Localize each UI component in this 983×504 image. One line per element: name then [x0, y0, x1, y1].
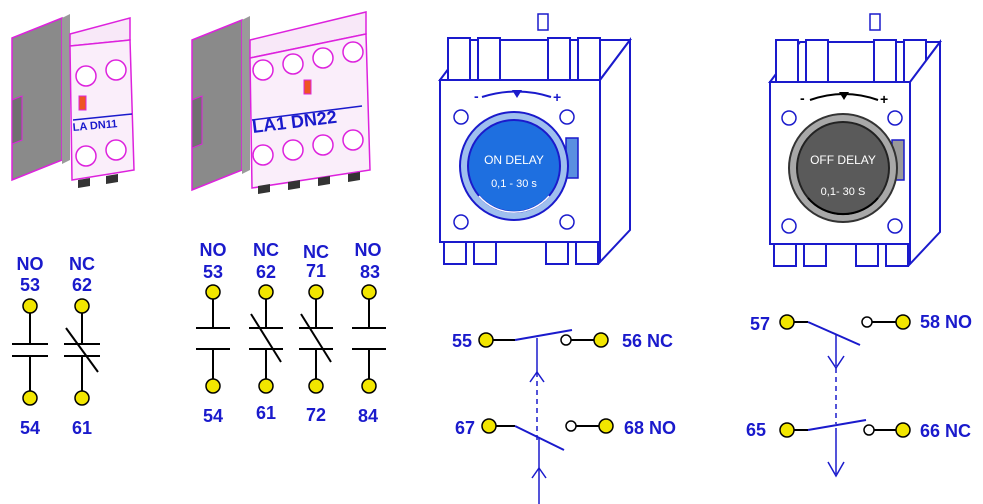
terminal-number: 84 [358, 406, 378, 426]
off-delay-title: OFF DELAY [810, 153, 876, 167]
terminal-number: 54 [20, 418, 40, 438]
terminal-number: 62 [72, 275, 92, 295]
la-dn11-code: LA DN11 [72, 118, 118, 134]
on-delay-symbols: 55 56 NC 67 68 NO [452, 329, 676, 504]
terminal-dot [308, 284, 324, 300]
terminal-dot [74, 298, 90, 314]
terminal-number: 66 NC [920, 421, 971, 441]
contact-type-label: NC [69, 254, 95, 274]
off-delay-symbols: 57 58 NO 65 66 NC [746, 312, 972, 478]
terminal-dot [478, 332, 494, 348]
terminal-dot [481, 418, 497, 434]
la1-dn22-block: LA1 DN22 [191, 11, 371, 194]
terminal-number: 68 NO [624, 418, 676, 438]
terminal-number: 58 NO [920, 312, 972, 332]
la-dn11-symbols: NO 53 54 NC 62 61 [12, 254, 100, 438]
pointer-icon [512, 90, 522, 98]
terminal-number: 53 [203, 262, 223, 282]
screw-icon [887, 218, 903, 234]
contact-type-label: NO [200, 240, 227, 260]
la1-dn22-symbols: NO 53 54 NC 62 61 NC 71 72 NO 83 [196, 240, 386, 426]
screw-icon [559, 109, 575, 125]
terminal-dot [361, 378, 377, 394]
terminal-dot [74, 390, 90, 406]
screw-icon [453, 214, 469, 230]
off-delay-timer-block: - + OFF DELAY 0,1- 30 S [768, 13, 942, 267]
terminal-number: 61 [72, 418, 92, 438]
screw-icon [781, 218, 797, 234]
terminal-dot [22, 298, 38, 314]
indicator-window [78, 95, 87, 111]
terminal-number: 62 [256, 262, 276, 282]
minus-sign: - [800, 90, 805, 106]
screw-icon [559, 214, 575, 230]
terminal-dot [308, 378, 324, 394]
terminal-dot [779, 422, 795, 438]
terminal-number: 83 [360, 262, 380, 282]
terminal-number: 71 [306, 261, 326, 281]
on-delay-timer-block: - + ON DELAY 0,1 - 30 s [438, 13, 632, 265]
terminal-dot [361, 284, 377, 300]
terminal-number: 57 [750, 314, 770, 334]
terminal-number: 65 [746, 420, 766, 440]
terminal-dot [779, 314, 795, 330]
off-delay-range: 0,1- 30 S [821, 186, 866, 198]
terminal-number: 56 NC [622, 331, 673, 351]
terminal-number: 53 [20, 275, 40, 295]
la-dn11-block: LA DN11 [11, 14, 135, 188]
terminal-number: 54 [203, 406, 223, 426]
terminal-dot [598, 418, 614, 434]
terminal-dot [205, 378, 221, 394]
minus-sign: - [474, 88, 479, 104]
contact-type-label: NC [253, 240, 279, 260]
terminal-dot [258, 378, 274, 394]
terminal-number: 61 [256, 403, 276, 423]
screw-icon [781, 110, 797, 126]
terminal-dot [895, 314, 911, 330]
terminal-dot [205, 284, 221, 300]
terminal-dot [22, 390, 38, 406]
terminal-dot [258, 284, 274, 300]
terminal-dot [895, 422, 911, 438]
on-delay-range: 0,1 - 30 s [491, 178, 537, 190]
terminal-number: 67 [455, 418, 475, 438]
on-delay-title: ON DELAY [484, 153, 544, 167]
plus-sign: + [553, 89, 561, 105]
terminal-number: 55 [452, 331, 472, 351]
screw-icon [453, 109, 469, 125]
plus-sign: + [880, 91, 888, 107]
terminal-number: 72 [306, 405, 326, 425]
contact-type-label: NO [17, 254, 44, 274]
terminal-dot [593, 332, 609, 348]
screw-icon [887, 110, 903, 126]
pointer-icon [839, 92, 849, 100]
contact-type-label: NC [303, 242, 329, 262]
contact-type-label: NO [355, 240, 382, 260]
indicator-window [303, 79, 312, 95]
